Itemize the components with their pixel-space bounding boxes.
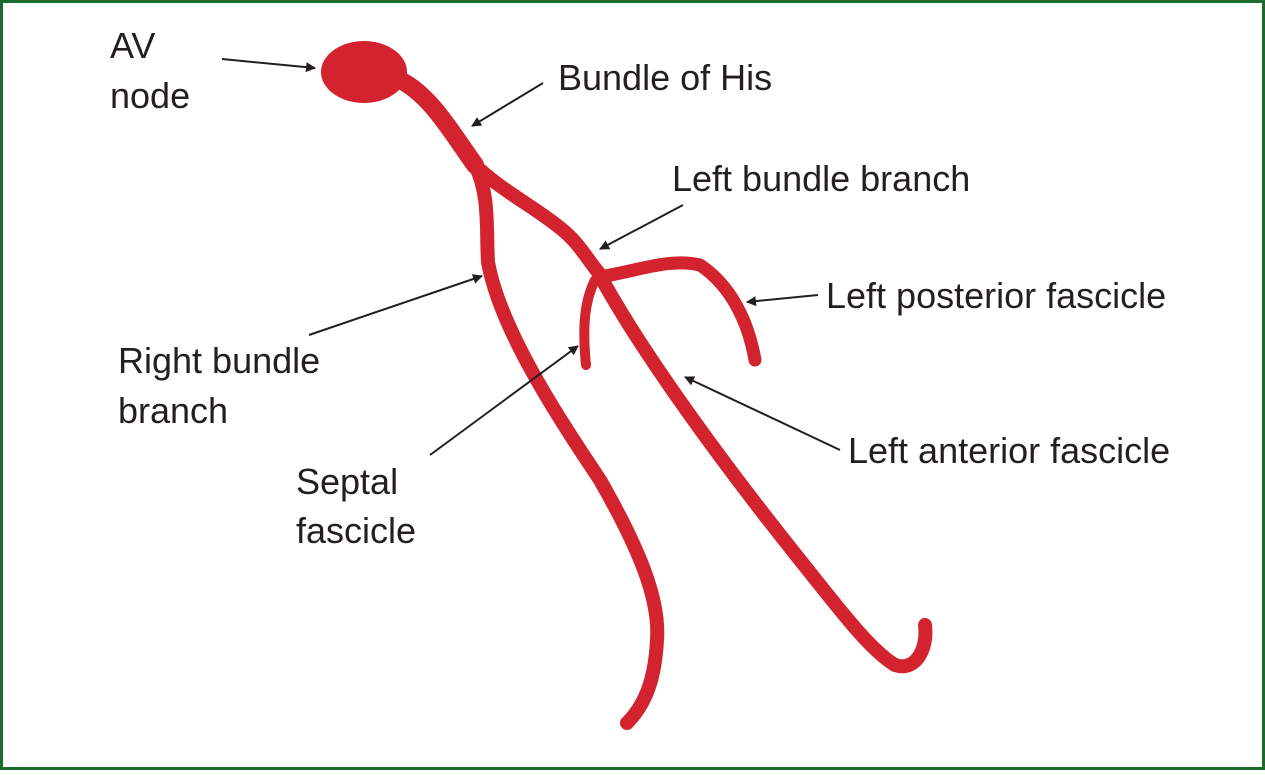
av-node-label-line2: node <box>110 75 190 116</box>
av-node-label-line1: AV <box>110 25 155 66</box>
conduction-pathways <box>391 71 933 730</box>
left-posterior-fascicle-label: Left posterior fascicle <box>826 275 1166 316</box>
av-node-arrow <box>221 58 316 73</box>
septal-fascicle-shape <box>579 275 600 370</box>
left-posterior-fascicle-shape <box>598 256 762 367</box>
right-bundle-branch-shape <box>468 158 665 730</box>
pointer-arrows <box>221 58 841 456</box>
bundle-of-his-arrow <box>471 82 544 127</box>
left-anterior-fascicle-arrow <box>684 376 841 451</box>
septal-fascicle-arrow <box>429 345 579 456</box>
av-node-shape <box>321 41 407 103</box>
septal-fascicle-label-line2: fascicle <box>296 510 416 551</box>
right-bundle-branch-label-line1: Right bundle <box>118 340 320 381</box>
left-posterior-fascicle-arrow <box>746 294 819 307</box>
left-anterior-fascicle-label: Left anterior fascicle <box>848 430 1170 471</box>
septal-fascicle-label-line1: Septal <box>296 461 398 502</box>
left-bundle-branch-label: Left bundle branch <box>672 158 970 199</box>
left-anterior-fascicle-shape <box>591 265 933 674</box>
left-bundle-branch-shape <box>468 158 605 279</box>
bundle-of-his-shape <box>391 71 484 174</box>
left-bundle-branch-arrow <box>599 204 684 250</box>
right-bundle-branch-arrow <box>308 274 483 336</box>
right-bundle-branch-label-line2: branch <box>118 390 228 431</box>
bundle-of-his-label: Bundle of His <box>558 57 772 98</box>
